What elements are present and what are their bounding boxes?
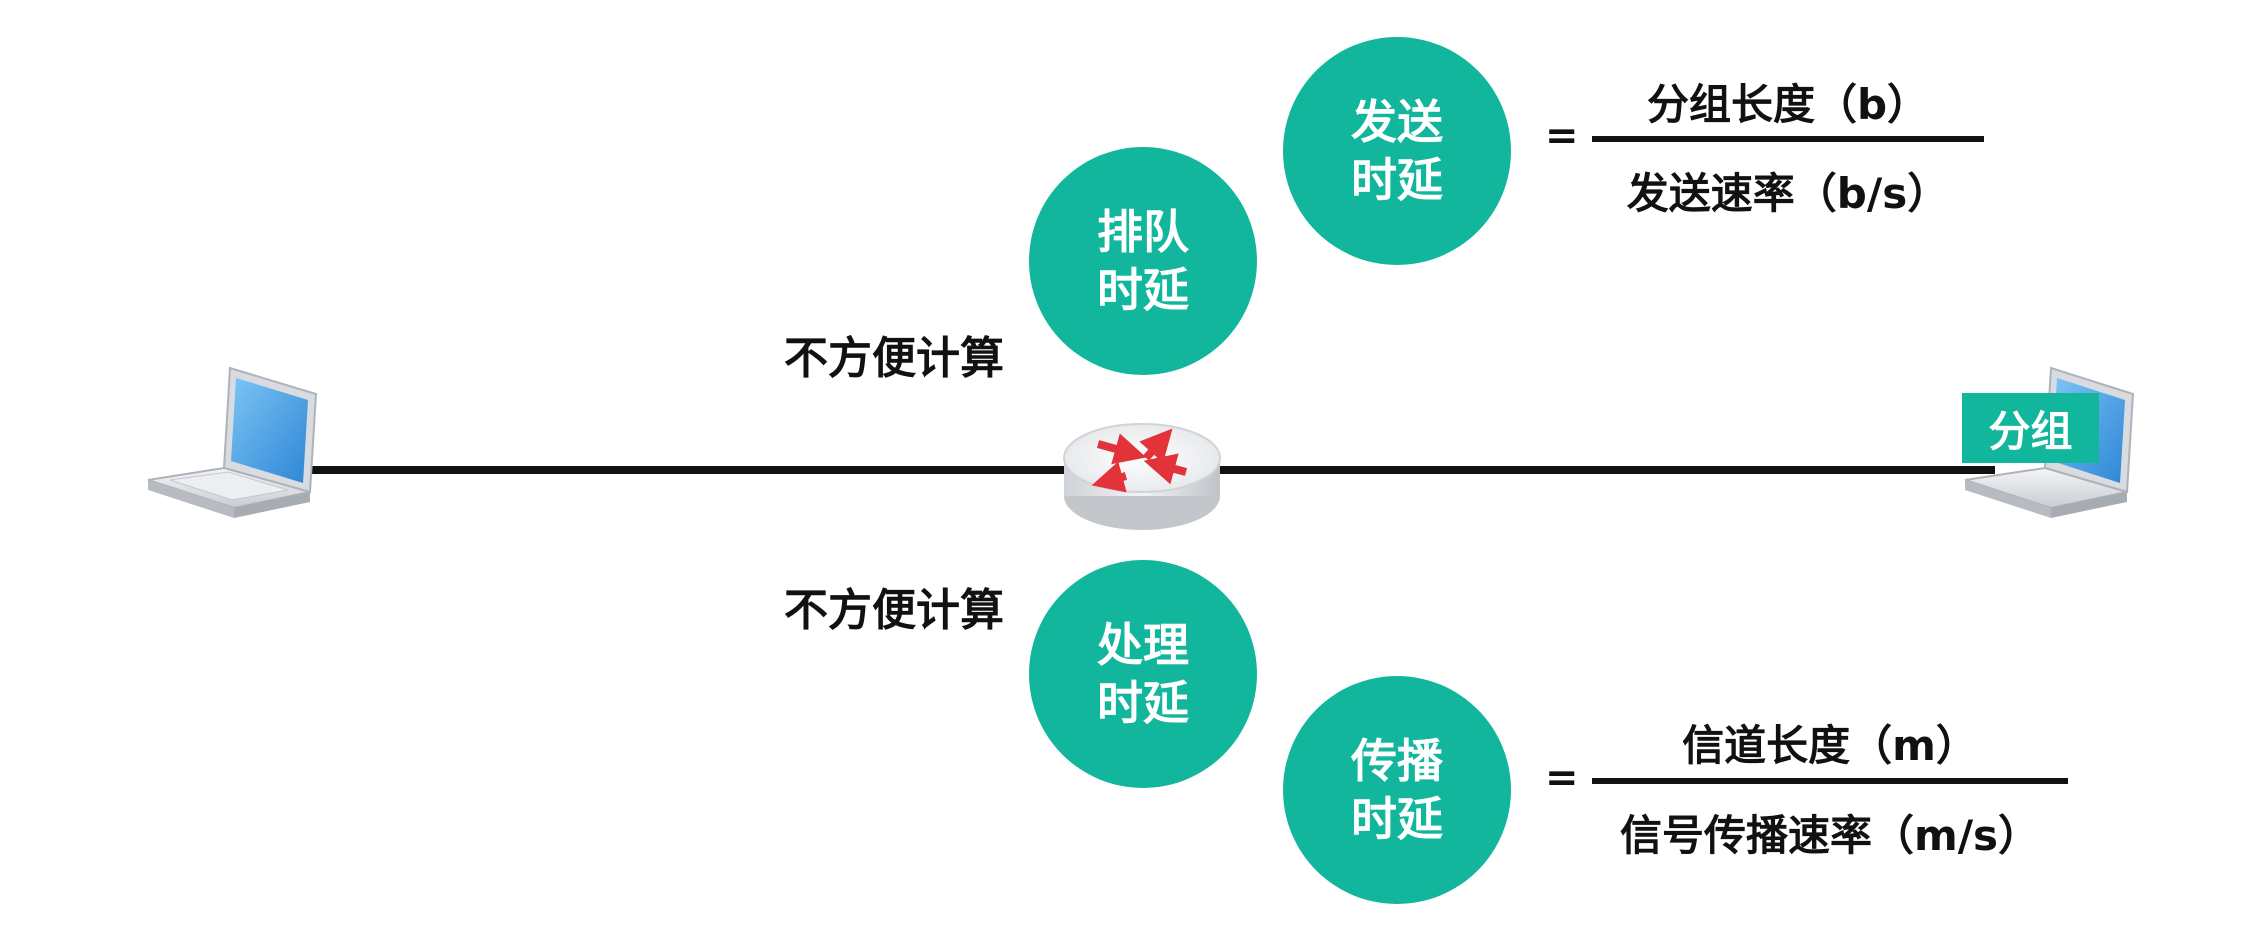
bubble-label: 时延 (1351, 790, 1443, 848)
formula-numerator: 分组长度（b） (1592, 71, 1984, 132)
formula-numerator: 信道长度（m） (1592, 712, 2068, 773)
queue-note: 不方便计算 (784, 322, 1004, 386)
bubble-label: 排队 (1097, 203, 1189, 261)
process-note: 不方便计算 (784, 574, 1004, 638)
fraction-bar (1592, 136, 1984, 142)
process-delay-bubble: 处理 时延 (1029, 560, 1257, 788)
bubble-label: 时延 (1351, 151, 1443, 209)
bubble-label: 发送 (1351, 93, 1443, 151)
bubble-label: 时延 (1097, 674, 1189, 732)
formula-denominator: 发送速率（b/s） (1592, 160, 1984, 221)
router-icon (1064, 424, 1220, 530)
laptop-icon (148, 368, 316, 518)
equals-sign: = (1545, 113, 1579, 159)
bubble-label: 处理 (1097, 616, 1189, 674)
fraction-bar (1592, 778, 2068, 784)
transmit-delay-bubble: 发送 时延 (1283, 37, 1511, 265)
queue-delay-bubble: 排队 时延 (1029, 147, 1257, 375)
propagate-delay-bubble: 传播 时延 (1283, 676, 1511, 904)
bubble-label: 时延 (1097, 261, 1189, 319)
bubble-label: 传播 (1351, 732, 1443, 790)
formula-denominator: 信号传播速率（m/s） (1592, 802, 2068, 863)
equals-sign: = (1545, 755, 1579, 801)
packet-tag: 分组 (1962, 393, 2099, 463)
